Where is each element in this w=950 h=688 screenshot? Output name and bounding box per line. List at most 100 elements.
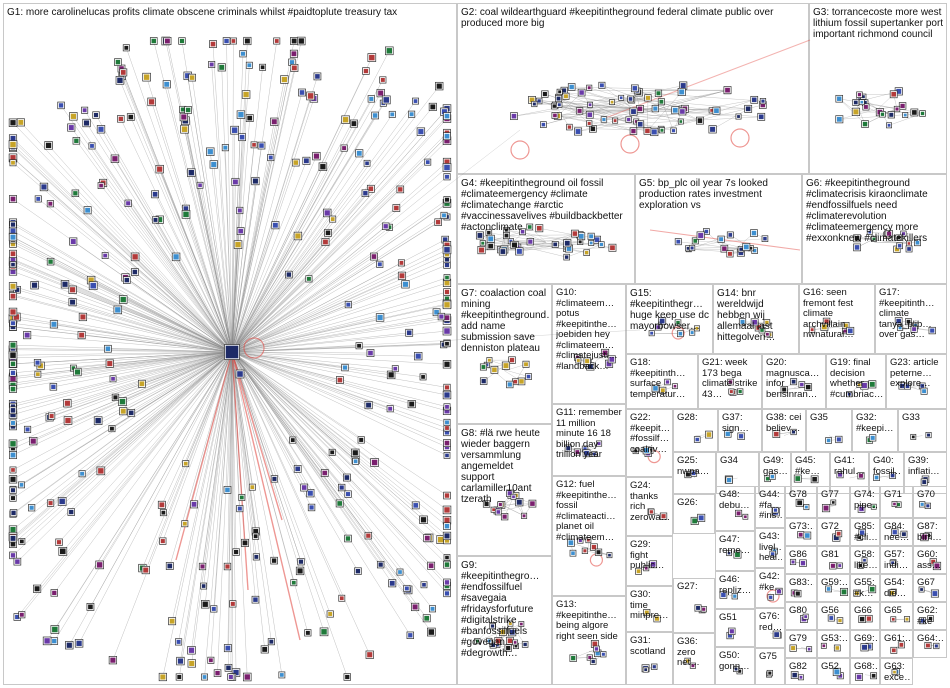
- graph-node-avatar: [119, 398, 126, 405]
- graph-node-avatar: [838, 618, 842, 623]
- graph-edge: [812, 325, 846, 330]
- graph-node-avatar: [934, 644, 938, 648]
- group-box-g34: [716, 452, 759, 494]
- group-box-g2: [457, 3, 809, 174]
- graph-edge: [231, 132, 448, 353]
- graph-node-avatar: [35, 360, 40, 365]
- graph-node-avatar: [70, 239, 76, 245]
- graph-node-avatar: [232, 179, 238, 185]
- graph-node-avatar: [313, 153, 320, 159]
- graph-node-avatar: [293, 160, 299, 165]
- graph-node-avatar: [132, 254, 138, 260]
- graph-node-avatar: [835, 646, 840, 650]
- group-box-g20: [762, 354, 826, 409]
- graph-node-avatar: [871, 673, 876, 678]
- graph-edge: [231, 351, 411, 636]
- graph-node-avatar: [656, 325, 660, 329]
- graph-edge: [48, 145, 233, 353]
- graph-edge: [615, 89, 728, 121]
- graph-edge: [53, 324, 233, 353]
- graph-edge: [50, 351, 233, 504]
- graph-node-avatar: [247, 115, 253, 121]
- graph-node-avatar: [791, 646, 796, 651]
- graph-node-avatar: [488, 236, 494, 242]
- graph-node-avatar: [861, 95, 865, 99]
- graph-node-avatar: [655, 616, 660, 621]
- group-box-g56: [817, 602, 850, 630]
- graph-edge: [231, 351, 448, 388]
- group-box-g18: [626, 354, 698, 409]
- graph-node-avatar: [773, 508, 778, 512]
- graph-node-avatar: [587, 121, 591, 125]
- group-box-g48: [715, 486, 755, 531]
- graph-node-avatar: [556, 96, 561, 101]
- graph-node-avatar: [610, 245, 615, 251]
- graph-node-avatar: [76, 640, 82, 646]
- graph-node-avatar: [383, 97, 390, 103]
- graph-node-avatar: [372, 113, 378, 118]
- graph-node-avatar: [88, 604, 93, 610]
- graph-edge: [12, 351, 233, 411]
- graph-node-avatar: [188, 170, 194, 176]
- graph-node-avatar: [853, 100, 858, 105]
- graph-edge: [12, 351, 233, 491]
- graph-node-avatar: [564, 94, 568, 99]
- graph-node-avatar: [445, 420, 449, 425]
- graph-edge: [559, 91, 629, 120]
- graph-node-avatar: [253, 534, 258, 539]
- graph-edge: [577, 357, 612, 360]
- graph-node-avatar: [685, 472, 690, 477]
- graph-node-avatar: [541, 122, 546, 127]
- graph-edge: [202, 351, 233, 567]
- graph-node-avatar: [721, 592, 726, 598]
- graph-node-avatar: [301, 485, 307, 490]
- graph-node-avatar: [601, 652, 605, 656]
- graph-node-avatar: [737, 115, 740, 118]
- graph-edge: [688, 246, 747, 249]
- graph-node-avatar: [507, 491, 512, 496]
- group-box-g57: [880, 546, 913, 574]
- graph-node-avatar: [298, 559, 304, 564]
- graph-edge: [231, 351, 448, 423]
- graph-node-avatar: [736, 511, 741, 516]
- graph-edge: [12, 351, 233, 539]
- graph-node-avatar: [183, 211, 189, 218]
- graph-edge: [231, 351, 432, 633]
- graph-node-avatar: [765, 477, 770, 481]
- graph-node-avatar: [587, 112, 593, 118]
- graph-node-avatar: [107, 361, 113, 367]
- graph-node-avatar: [676, 320, 680, 325]
- graph-node-avatar: [444, 296, 450, 301]
- graph-node-avatar: [307, 93, 314, 99]
- graph-node-avatar: [891, 91, 897, 97]
- graph-edge: [231, 239, 446, 353]
- graph-node-avatar: [579, 90, 584, 95]
- graph-edge: [130, 116, 233, 353]
- graph-edge: [231, 181, 236, 353]
- graph-node-avatar: [587, 538, 590, 542]
- graph-node-avatar: [159, 502, 165, 508]
- graph-node-avatar: [901, 232, 905, 236]
- graph-node-avatar: [861, 382, 867, 389]
- graph-node-avatar: [10, 155, 16, 161]
- graph-node-avatar: [920, 502, 924, 506]
- graph-node-avatar: [305, 630, 310, 635]
- graph-node-avatar: [306, 276, 311, 281]
- graph-node-avatar: [177, 675, 182, 679]
- graph-node-avatar: [529, 97, 535, 103]
- graph-node-avatar: [36, 196, 41, 201]
- graph-node-avatar: [211, 606, 216, 611]
- graph-edge: [134, 271, 233, 353]
- graph-node-avatar: [932, 591, 938, 596]
- graph-node-avatar: [596, 550, 601, 555]
- graph-node-avatar: [351, 121, 357, 127]
- graph-node-avatar: [424, 615, 430, 621]
- graph-node-avatar: [578, 233, 584, 239]
- graph-node-avatar: [594, 237, 600, 243]
- graph-node-avatar: [800, 561, 806, 566]
- graph-node-avatar: [309, 505, 314, 510]
- graph-edge: [227, 351, 233, 567]
- group-box-g63: [880, 658, 913, 685]
- graph-node-avatar: [399, 260, 404, 265]
- graph-node-avatar: [868, 230, 872, 234]
